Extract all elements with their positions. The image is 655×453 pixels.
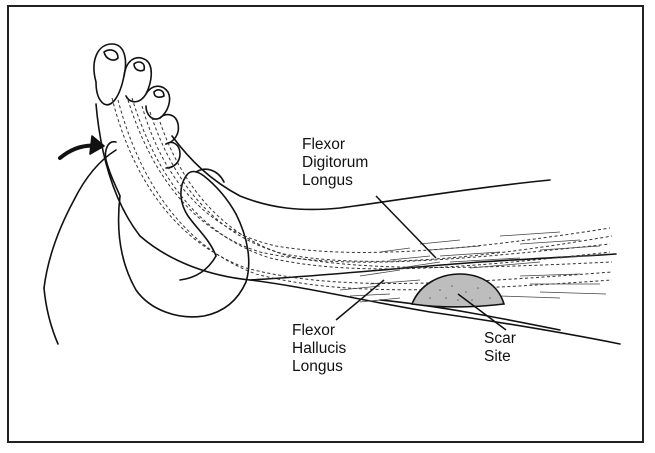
label-scar-site: Scar Site: [484, 330, 516, 366]
label-flexor-hallucis-longus: Flexor Hallucis Longus: [292, 322, 346, 376]
hand-palm: [44, 150, 116, 288]
toe-2: [124, 58, 151, 102]
scar-site: [412, 274, 504, 307]
label-flexor-digitorum-longus: Flexor Digitorum Longus: [302, 136, 368, 190]
wrist: [44, 288, 58, 344]
hand-fingers: [119, 196, 249, 317]
big-toe: [94, 44, 126, 105]
